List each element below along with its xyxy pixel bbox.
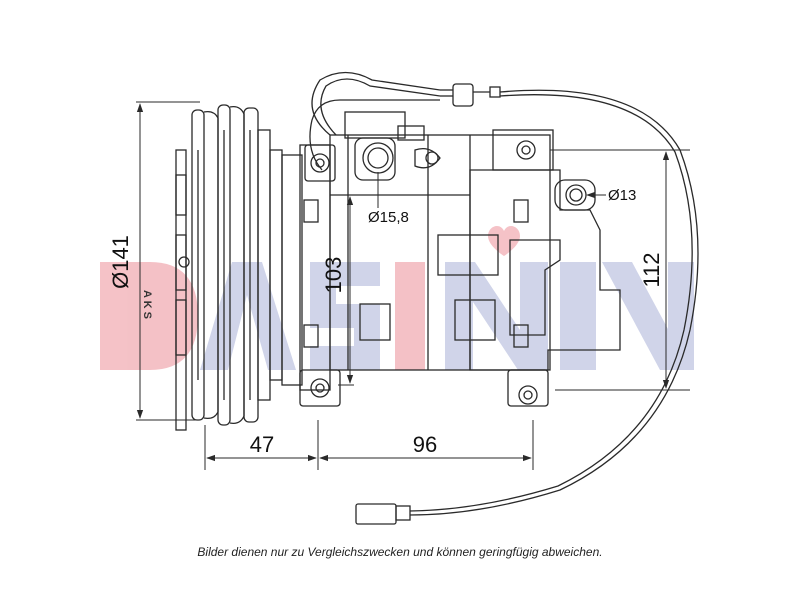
dim-pulley-diameter: Ø141 [108,235,133,289]
dim-body-height: 103 [321,257,346,294]
dim-port-large: Ø15,8 [368,209,409,226]
disclaimer-caption: Bilder dienen nur zu Vergleichszwecken u… [197,545,603,559]
dim-pulley-offset: 47 [250,432,274,457]
dim-port-small: Ø13 [608,187,636,204]
pulley [175,104,283,431]
watermark-logo: A K S [100,225,694,370]
dim-mount-height: 112 [639,252,664,287]
wire-harness [309,71,699,525]
dimension-lines [136,101,690,470]
watermark-side-text: A K S [141,290,153,319]
dim-body-length: 96 [413,432,437,457]
